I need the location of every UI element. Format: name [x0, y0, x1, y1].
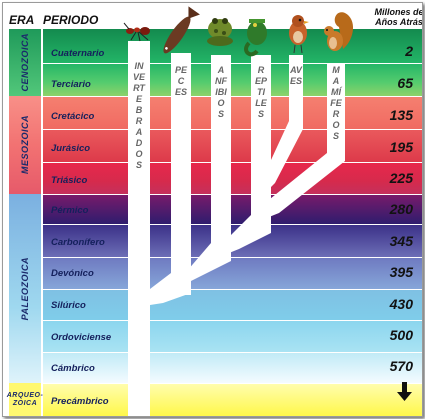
mya-value: 345	[389, 233, 413, 249]
period-name: Precámbrico	[51, 396, 109, 407]
down-arrow-icon	[397, 382, 412, 401]
fish-icon	[163, 6, 200, 54]
bird-icon	[289, 15, 309, 54]
band-jurasico	[43, 129, 422, 162]
branch-join	[187, 243, 231, 281]
branch-join	[150, 273, 191, 305]
chameleon-icon	[244, 19, 267, 57]
lineage-label: ANFIBIOS	[215, 65, 227, 119]
era-paleozoica: PALEOZOICA	[9, 194, 41, 383]
divider	[43, 257, 422, 258]
period-name: Devónico	[51, 268, 94, 279]
mya-value: 2	[405, 43, 413, 59]
divider	[43, 224, 422, 225]
era-arqueozoica: ARQUEO-ZOICA	[6, 383, 44, 416]
band-precambrico	[43, 383, 422, 416]
period-name: Triásico	[51, 175, 88, 186]
lineage-label: MAMÍFEROS	[330, 65, 342, 141]
period-name: Cretácico	[51, 111, 95, 122]
band-cretacico	[43, 96, 422, 129]
divider	[43, 129, 422, 130]
lineage-label: AVES	[290, 65, 303, 86]
branch-reptiles	[251, 55, 271, 225]
period-name: Cámbrico	[51, 363, 95, 374]
divider	[43, 63, 422, 64]
band-ordoviciense	[43, 320, 422, 352]
mya-value: 135	[389, 107, 413, 123]
branch-anfibios	[211, 55, 231, 253]
lineage-label: INVERTEBRADOS	[133, 61, 146, 170]
era-label: ARQUEO-ZOICA	[6, 391, 44, 407]
divider	[43, 96, 422, 97]
band-triasico	[43, 162, 422, 194]
divider	[43, 194, 422, 195]
branch-join	[265, 121, 303, 189]
period-header: PERIODO	[43, 13, 99, 27]
era-header: ERA	[9, 13, 35, 27]
divider	[43, 289, 422, 290]
band-silurico	[43, 289, 422, 320]
ant-icon	[123, 22, 150, 42]
period-name: Terciario	[51, 79, 91, 90]
band-terciario	[43, 63, 422, 96]
mya-value: 65	[397, 75, 413, 91]
evolution-tree	[123, 6, 412, 416]
mya-value: 225	[389, 170, 413, 186]
lineage-label: PECES	[175, 65, 188, 97]
branch-peces	[171, 53, 191, 295]
lineage-label: REPTILES	[255, 65, 268, 119]
tree-branches	[128, 41, 345, 416]
era-mesozoica: MESOZOICA	[9, 96, 41, 194]
era-cenozoica: CENOZOICA	[9, 29, 41, 96]
squirrel-icon	[324, 12, 354, 51]
mya-value: 195	[389, 139, 413, 155]
mya-value: 570	[389, 358, 413, 374]
band-cambrico	[43, 352, 422, 383]
mya-header: Millones de Años Atrás	[374, 7, 423, 27]
frog-icon	[207, 18, 233, 46]
mya-value: 500	[389, 327, 413, 343]
branch-mamiferos	[327, 63, 345, 159]
divider	[43, 320, 422, 321]
period-name: Carbonífero	[51, 237, 105, 248]
period-name: Pérmico	[51, 205, 89, 216]
divider	[43, 352, 422, 353]
period-name: Silúrico	[51, 300, 86, 311]
band-cuaternario	[43, 29, 422, 63]
mya-value: 395	[389, 264, 413, 280]
branch-join	[225, 215, 271, 253]
branch-invertebrados	[128, 41, 150, 416]
divider	[43, 162, 422, 163]
mya-value: 280	[389, 201, 413, 217]
mya-value: 430	[389, 296, 413, 312]
period-name: Cuaternario	[51, 48, 105, 59]
divider	[43, 383, 422, 384]
branch-join	[265, 153, 345, 217]
period-name: Ordoviciense	[51, 332, 112, 343]
band-permico	[43, 194, 422, 224]
band-devonico	[43, 257, 422, 289]
period-name: Jurásico	[51, 143, 91, 154]
branch-aves	[289, 55, 303, 129]
